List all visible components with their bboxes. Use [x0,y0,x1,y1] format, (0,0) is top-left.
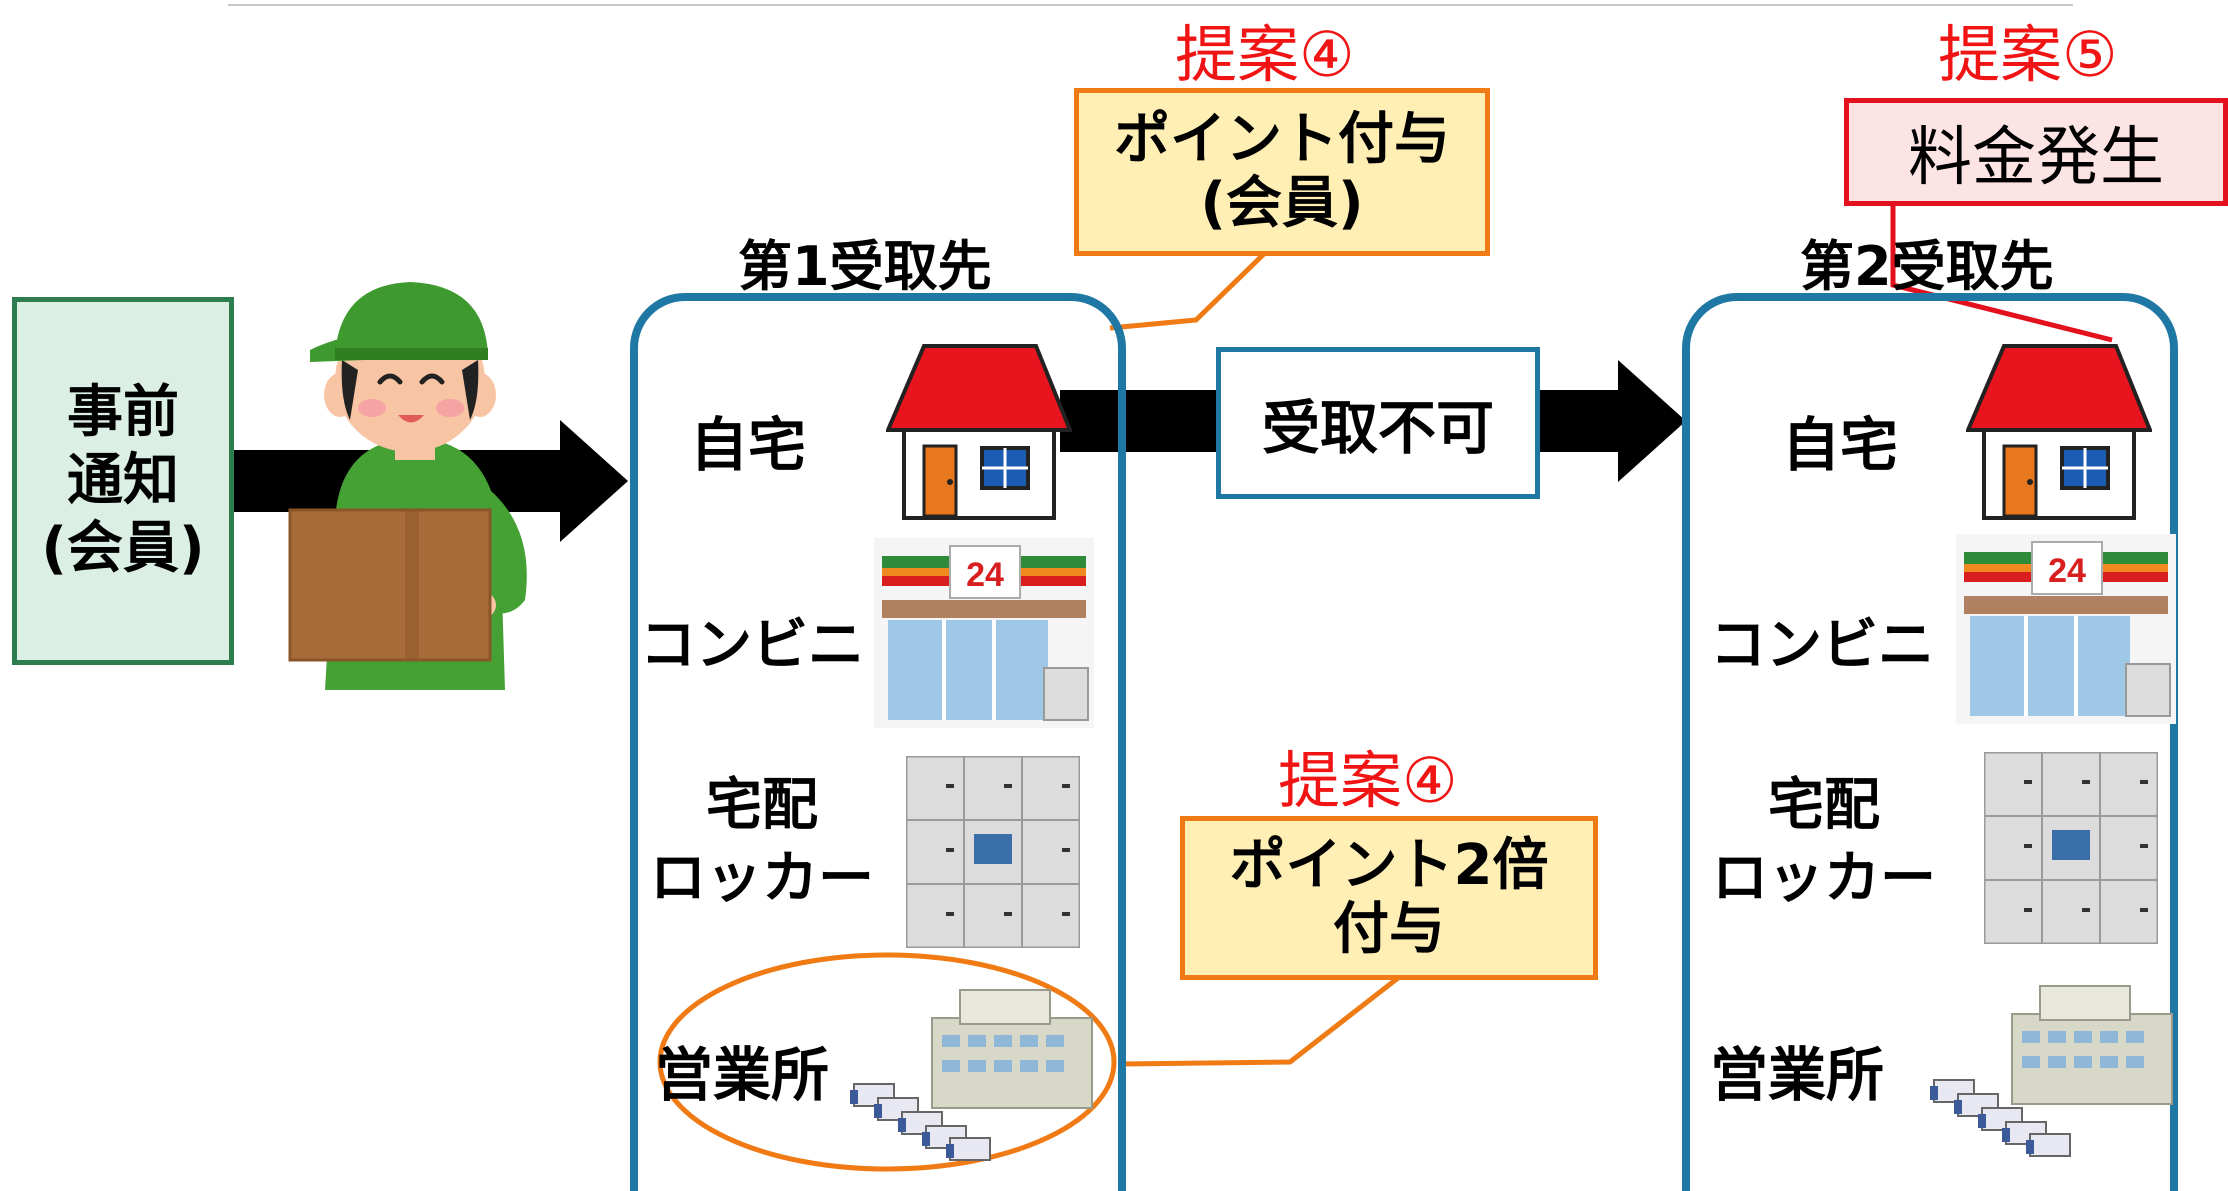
proposal-5-cost-label: 料金発生 [1908,121,2164,195]
first-home-label: 自宅 [690,411,807,479]
second-home-label: 自宅 [1782,411,1899,479]
store-sign-text: 24 [966,556,1004,594]
first-office-label: 営業所 [655,1041,830,1109]
proposal-4-top-tag: 提案④ [1175,18,1355,91]
convenience-store-icon: 24 [1956,534,2176,724]
first-locker-label-line1: 宅配 [706,773,818,838]
office-highlight-ellipse [657,952,1117,1172]
second-locker-label: 宅配 ロッカー [1712,770,1936,916]
top-divider [228,4,2073,6]
first-recipient-panel [630,293,1126,1191]
office-building-icon [850,989,1093,1161]
receive-failed-box: 受取不可 [1216,347,1540,499]
proposal-4-bottom-tag: 提案④ [1278,744,1458,817]
house-icon [1966,344,2152,520]
proposal-5-cost-box: 料金発生 [1844,98,2228,206]
convenience-store-icon: 24 [874,538,1094,728]
house-icon [886,344,1072,520]
connector-bottom-proposal [1117,976,1400,1067]
second-recipient-panel [1682,293,2178,1191]
proposal-4-top-line2: (会員) [1200,171,1364,236]
pre-notice-line-2: 通知 [67,447,179,513]
proposal-5-tag: 提案⑤ [1938,18,2118,91]
connector-top-proposal [1109,248,1270,331]
second-locker-label-line2: ロッカー [1712,845,1936,911]
locker-icon [906,756,1080,948]
locker-icon [1984,752,2158,944]
second-recipient-title: 第2受取先 [1800,235,2054,298]
second-office-label: 営業所 [1710,1041,1885,1109]
proposal-4-bottom-note: ポイント2倍 付与 [1180,816,1598,980]
proposal-4-top-note: ポイント付与 (会員) [1074,88,1490,256]
office-building-icon [1930,985,2173,1157]
first-recipient-title: 第1受取先 [738,235,992,298]
first-convenience-label: コンビニ [640,613,864,678]
proposal-4-bottom-line1: ポイント2倍 [1229,832,1549,898]
pre-notice-line-3: (会員) [41,516,205,582]
second-convenience-label: コンビニ [1710,613,1934,678]
proposal-4-bottom-line2: 付与 [1333,897,1445,962]
receive-failed-label: 受取不可 [1261,394,1494,462]
connector-cost [1890,200,2113,343]
second-locker-label-line1: 宅配 [1768,773,1880,838]
pre-notice-box: 事前 通知 (会員) [12,297,234,665]
first-locker-label-line2: ロッカー [650,845,874,911]
pre-notice-line-1: 事前 [67,379,179,445]
proposal-4-top-line1: ポイント付与 [1114,106,1450,172]
first-locker-label: 宅配 ロッカー [650,770,874,916]
delivery-person-illustration [288,282,527,690]
store-sign-text: 24 [2048,552,2086,590]
